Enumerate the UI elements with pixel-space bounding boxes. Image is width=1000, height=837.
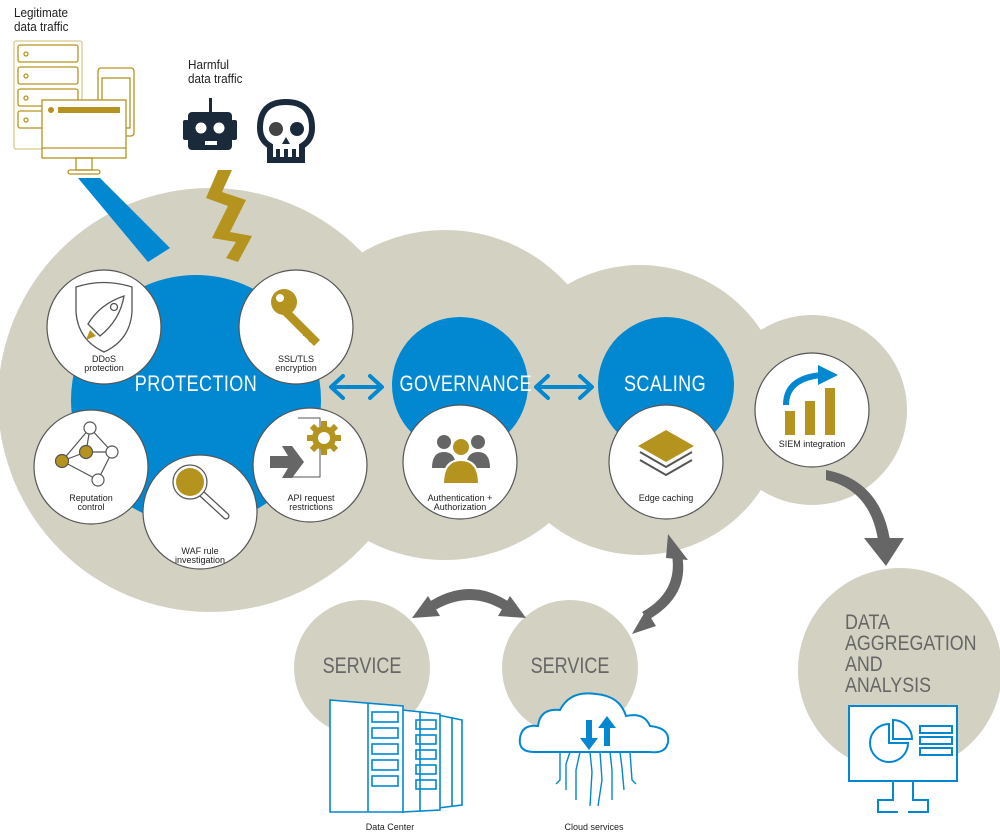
waf-label: WAF rule investigation (174, 546, 226, 566)
service-datacenter-title: SERVICE (322, 653, 402, 678)
datacenter-cloud-arrow (412, 589, 526, 618)
api-label: API request restrictions (287, 493, 335, 513)
skull-icon (256, 98, 316, 163)
waf-feature-circle (142, 454, 258, 570)
ssl-label: SSL/TLS encryption (275, 354, 317, 374)
siem-label: SIEM integration (778, 439, 846, 449)
cloud-icon (518, 692, 670, 807)
devices-icon (13, 40, 135, 175)
legitimate-traffic-label: Legitimate data traffic (14, 5, 69, 34)
bar-growth-icon (783, 365, 838, 435)
siem-analysis-arrow (826, 470, 904, 566)
users-icon (432, 435, 490, 485)
robot-icon (183, 98, 237, 150)
governance-scaling-arrow (534, 374, 594, 400)
key-icon (271, 289, 320, 346)
harmful-traffic-bolt (206, 170, 252, 262)
service-datacenter-blob (294, 600, 430, 736)
gear-arrow-icon (270, 417, 341, 478)
cloud-caption: Cloud services (564, 822, 624, 832)
legitimate-traffic-line (78, 178, 170, 262)
presentation-board-icon (848, 705, 958, 813)
scaling-service-arrow (632, 534, 688, 634)
magnifier-icon (172, 464, 230, 520)
server-racks-icon (329, 699, 463, 813)
analysis-title: DATA AGGREGATION AND ANALYSIS (845, 611, 977, 697)
scaling-title: SCALING (623, 371, 707, 396)
layers-icon (638, 430, 694, 477)
shield-rocket-icon (75, 281, 133, 353)
auth-label: Authentication + Authorization (427, 493, 493, 513)
governance-title: GOVERNANCE (399, 371, 532, 396)
network-nodes-icon (54, 421, 119, 487)
reputation-label: Reputation control (69, 493, 113, 513)
datacenter-caption: Data Center (365, 822, 415, 832)
service-cloud-title: SERVICE (530, 653, 610, 678)
harmful-traffic-label: Harmful data traffic (188, 57, 243, 86)
edge-caching-label: Edge caching (638, 493, 694, 503)
ddos-label: DDoS protection (84, 354, 124, 374)
reputation-feature-circle (33, 409, 149, 525)
protection-title: PROTECTION (134, 371, 258, 396)
protection-governance-arrow (329, 374, 384, 400)
